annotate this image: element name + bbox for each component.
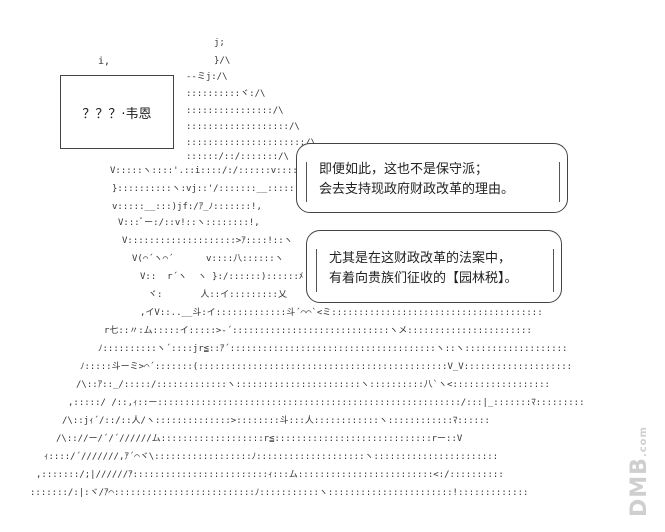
nameplate-tick: i,: [98, 56, 111, 67]
art-line: ,:::::::/;|//////ｱ::::::::::::::::::::::…: [36, 470, 504, 480]
art-line: V::::::::::::::::::::>ｱ::::!::ヽ: [122, 236, 293, 246]
speech-bubble-2: 尤其是在这财政改革的法案中， 有着向贵族们征收的【园林税】。: [306, 230, 562, 303]
art-line: }/\: [214, 56, 231, 66]
bubble-left-bar: [316, 249, 317, 292]
art-line: ::::::/::/:::::::/\: [186, 152, 289, 162]
art-line: ::::::::::::::::::::::/\: [186, 138, 317, 148]
art-line: ::::::::::ヾ:/\: [186, 89, 266, 99]
art-line: }::::::::::ヽ:vj::'/:::::::__::::::i: [112, 184, 306, 194]
bubble-line: 尤其是在这财政改革的法案中，: [329, 251, 512, 266]
watermark-logo: DMB.com: [625, 425, 653, 517]
watermark-suffix: .com: [637, 425, 649, 457]
art-line: /\::jｨ´/::/::人/ヽ::::::::::::::>::::::::斗…: [62, 416, 490, 426]
speech-bubble-1: 即便如此，这也不是保守派； 会去支持现政府财政改革的理由。: [296, 143, 568, 213]
bubble-right-bar: [553, 249, 554, 292]
art-line: ,イV::..__斗:イ:::::::::::::斗´⌒⌒`<ミ::::::::…: [140, 308, 543, 318]
bubble-left-bar: [306, 162, 307, 202]
art-line: :::::::/:|:ヾ/ｱ⌒:::::::::::::::::::::::::…: [30, 488, 529, 498]
art-line: /\:://ー/´/´//////ム:::::::::::::::::::r≦:…: [56, 434, 463, 444]
art-line: v:::::__:::)jf:/ｱ_ﾉ:::::::!,: [112, 202, 262, 212]
bubble-line: 即便如此，这也不是保守派；: [319, 162, 489, 177]
bubble-line: 有着向贵族们征收的【园林税】。: [329, 271, 518, 286]
art-line: ::::::::::::::::/\: [186, 106, 284, 116]
art-line: ,:::::/ /::,ｨ::ー::::::::::::::::::::::::…: [68, 398, 585, 408]
nameplate-label: ？？？·韦恩: [82, 106, 152, 122]
art-line: :::::::::::::::::::/\: [186, 122, 300, 132]
art-line: V(⌒´ヽ⌒´ v::::八::::::ヽ: [132, 254, 284, 264]
art-line: ｨ::::/´///////,ｱ´⌒ヾ\::::::::::::::::::ﾉ:…: [44, 452, 499, 462]
art-line: ﾉ::::::::::ヽ´::::jr≦::ｱ´::::::::::::::::…: [98, 344, 568, 354]
art-line: ﾉ:::::斗ーミ>⌒´:::::::(::::::::::::::::::::…: [80, 362, 573, 372]
art-line: j;: [214, 38, 225, 48]
nameplate: ？？？·韦恩: [60, 75, 174, 149]
art-line: --ミj:/\: [186, 72, 228, 82]
art-line: ヾ: 人::イ:::::::::乂: [148, 290, 287, 300]
bubble-line: 会去支持现政府财政改革的理由。: [319, 182, 515, 197]
art-line: V:::::ヽ::::'.::i::::/:/::::::v:::::::,: [110, 166, 320, 176]
watermark-brand: DMB: [626, 456, 652, 517]
art-line: V:::ﾞー:/::v!::ヽ::::::::!,: [118, 218, 260, 228]
art-line: V:: r´ヽ ヽ }:/::::::)::::::ﾒ: [140, 272, 304, 282]
art-line: /\::ｱ::_/:::::/:::::::::::::ヽ:::::::::::…: [76, 380, 550, 390]
art-line: r七::〃:ム:::::イ:::::>-´:::::::::::::::::::…: [104, 326, 532, 336]
bubble-right-bar: [559, 162, 560, 202]
